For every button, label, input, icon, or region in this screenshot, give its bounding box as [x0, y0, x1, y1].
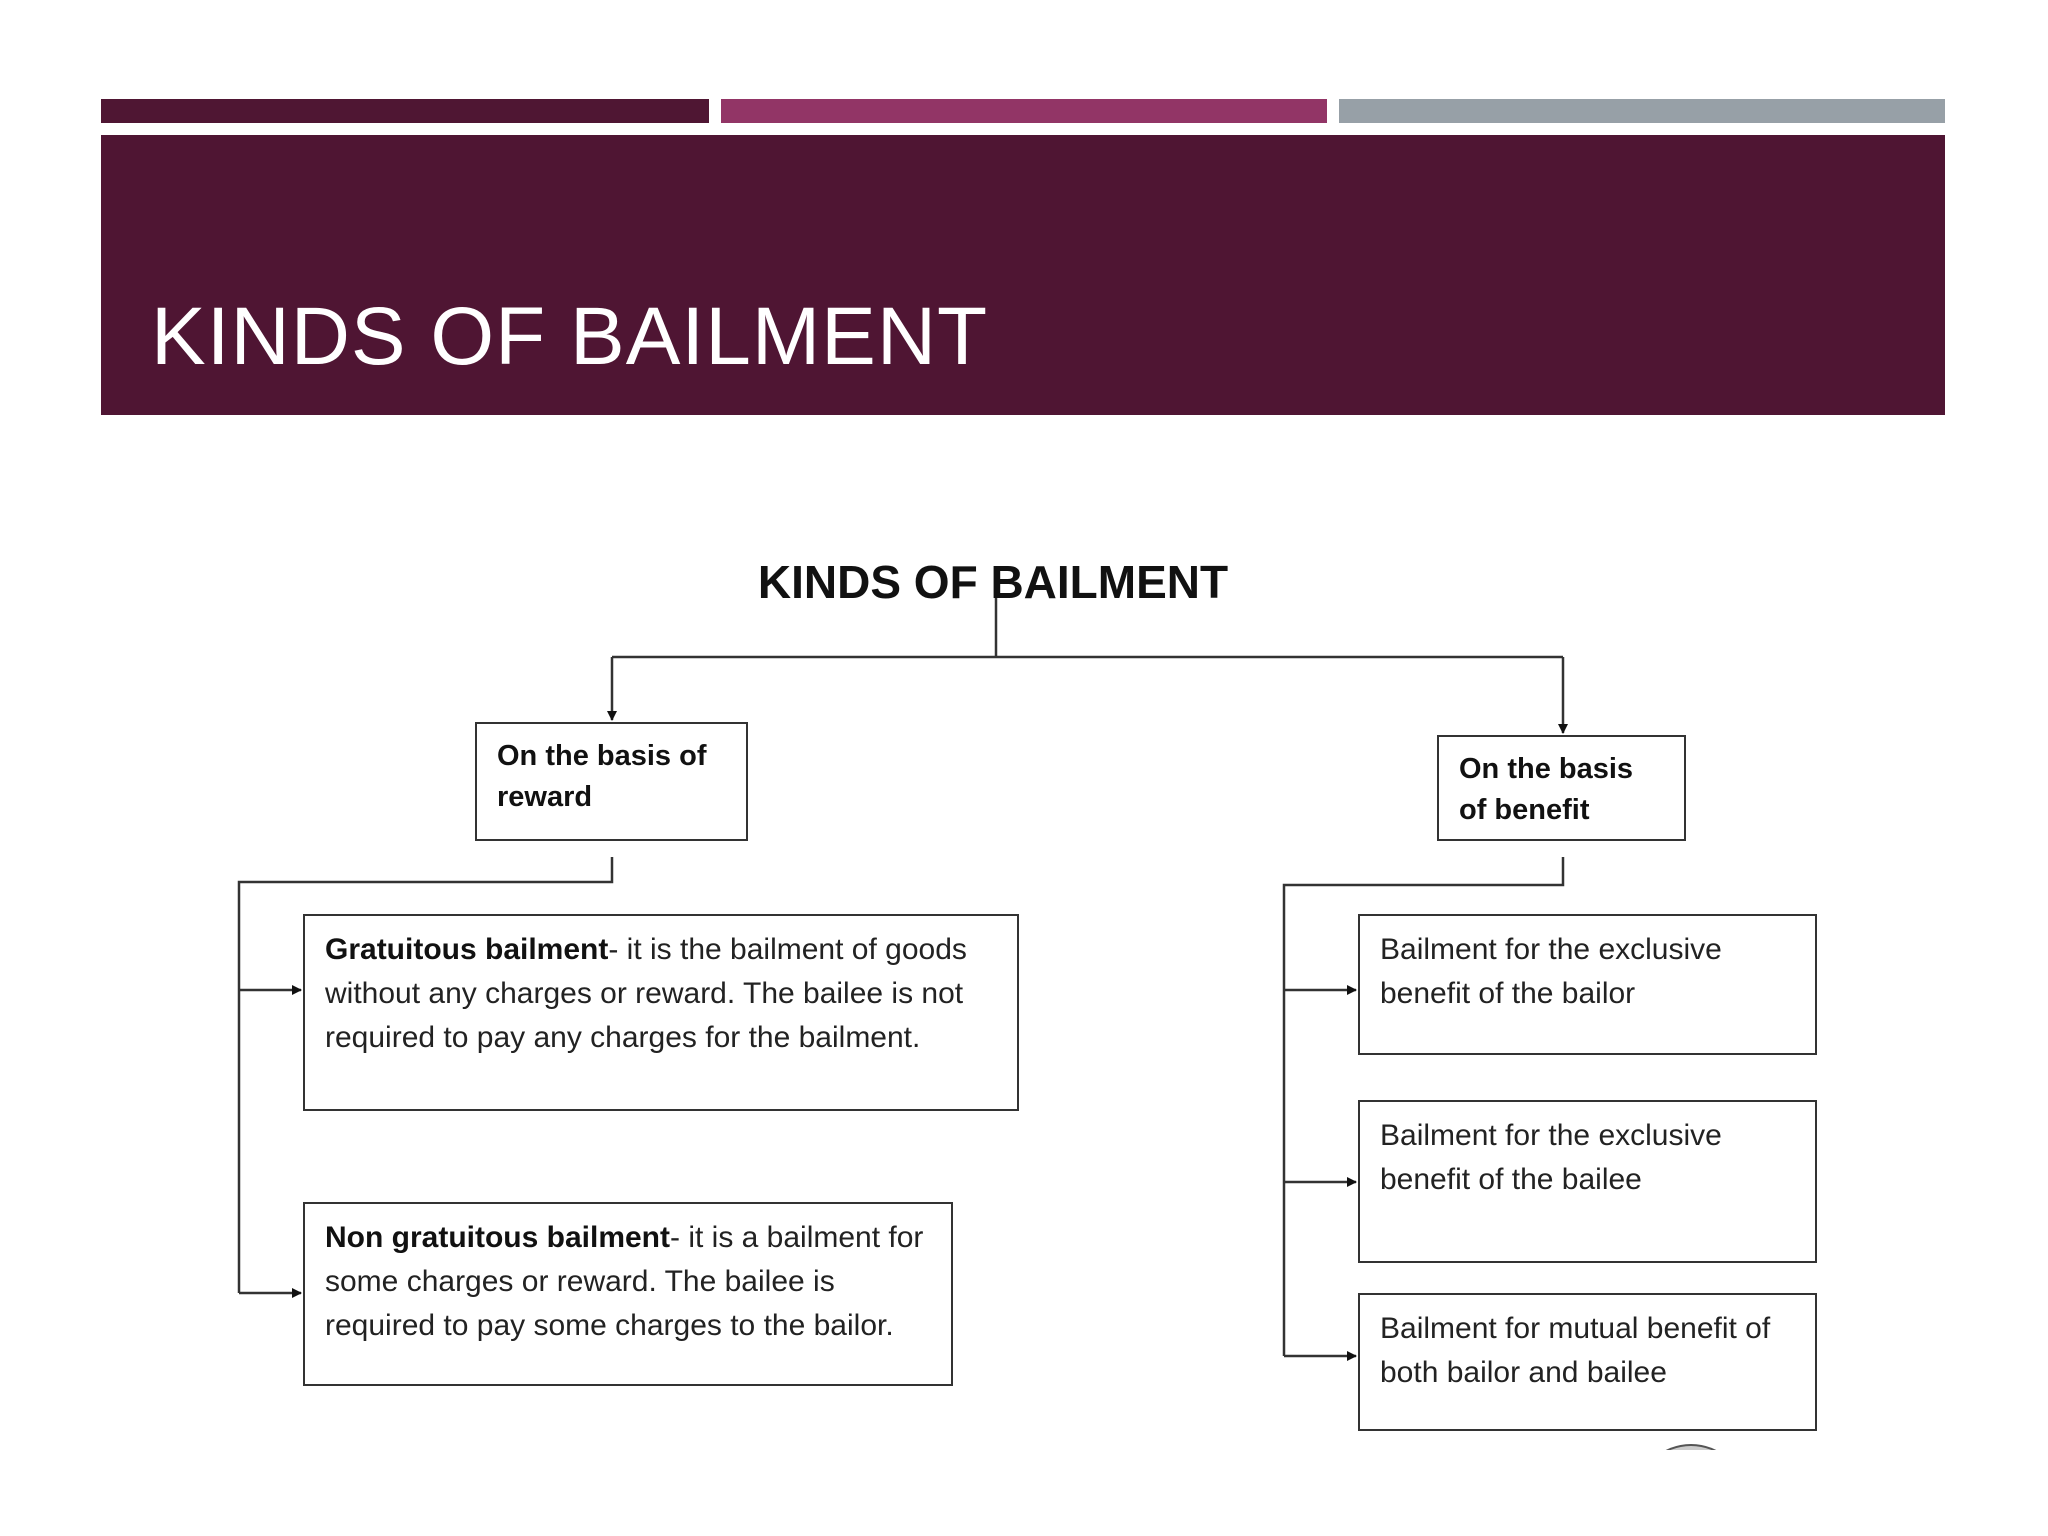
box-text: Bailment for the exclusive benefit of th… [1380, 1119, 1722, 1196]
definition-text: - it is the bailment of goods without an… [325, 933, 967, 1054]
reward-category-box: On the basis of reward [475, 722, 748, 841]
non-gratuitous-bailment-box: Non gratuitous bailment- it is a bailmen… [303, 1202, 953, 1386]
title-banner: KINDS OF BAILMENT [101, 135, 1945, 415]
bailor-benefit-box: Bailment for the exclusive benefit of th… [1358, 914, 1817, 1055]
accent-bar-magenta [721, 99, 1327, 123]
bailee-benefit-box: Bailment for the exclusive benefit of th… [1358, 1100, 1817, 1263]
definition-text: - it is a bailment for some charges or r… [325, 1221, 924, 1342]
reward-category-label: On the basis of reward [497, 740, 707, 813]
box-text: Bailment for the exclusive benefit of th… [1380, 933, 1722, 1010]
benefit-category-label: On the basis of benefit [1459, 753, 1634, 826]
slide-title: KINDS OF BAILMENT [151, 291, 989, 382]
accent-bar-dark [101, 99, 709, 123]
gratuitous-bailment-box: Gratuitous bailment- it is the bailment … [303, 914, 1019, 1111]
benefit-category-box: On the basis of benefit [1437, 735, 1686, 841]
box-text: Bailment for mutual benefit of both bail… [1380, 1312, 1771, 1389]
term-label: Non gratuitous bailment [325, 1221, 670, 1254]
mutual-benefit-box: Bailment for mutual benefit of both bail… [1358, 1293, 1817, 1431]
diagram-title: KINDS OF BAILMENT [757, 556, 1229, 608]
accent-bar-gray [1339, 99, 1945, 123]
term-label: Gratuitous bailment [325, 933, 609, 966]
